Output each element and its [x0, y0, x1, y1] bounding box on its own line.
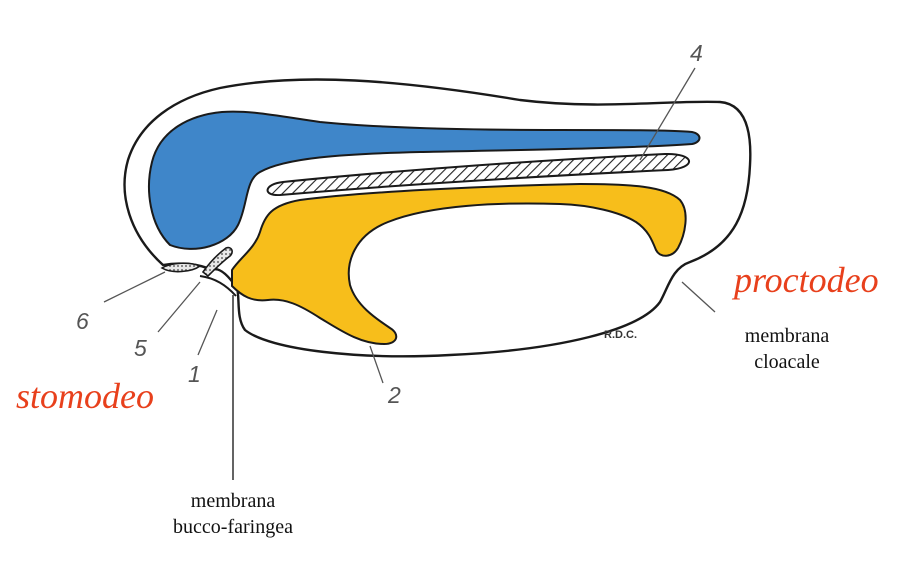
leader-line-1	[197, 309, 218, 356]
notochord[interactable]	[266, 152, 690, 197]
note-cloacal-line2: cloacale	[754, 351, 820, 373]
note-bucco-line1: membrana	[190, 490, 276, 512]
stomodeal-membrane[interactable]	[160, 262, 202, 273]
leader-line-4	[639, 67, 696, 161]
label-1: 1	[188, 361, 201, 387]
label-4: 4	[690, 40, 703, 66]
label-2: 2	[388, 382, 401, 408]
note-bucco-pharyngeal-membrane: membrana bucco-faringea	[150, 488, 316, 540]
pharyngeal-fold[interactable]	[201, 246, 233, 278]
artist-signature: R.D.C.	[604, 329, 637, 341]
stomodeum-mouth-curve	[199, 275, 237, 297]
note-bucco-line2: bucco-faringea	[173, 516, 293, 538]
note-cloacal-line1: membrana	[744, 325, 830, 347]
primitive-gut[interactable]	[231, 182, 687, 346]
term-stomodeo: stomodeo	[16, 376, 154, 416]
neural-tube[interactable]	[148, 110, 701, 250]
label-6: 6	[76, 308, 89, 334]
term-proctodeo: proctodeo	[734, 260, 879, 300]
note-cloacal-membrane: membrana cloacale	[722, 323, 852, 375]
label-5: 5	[134, 335, 147, 361]
leader-line-2	[369, 345, 384, 384]
leader-line-6	[103, 271, 166, 303]
leader-line-cloacal	[681, 281, 716, 313]
leader-line-5	[157, 281, 201, 333]
